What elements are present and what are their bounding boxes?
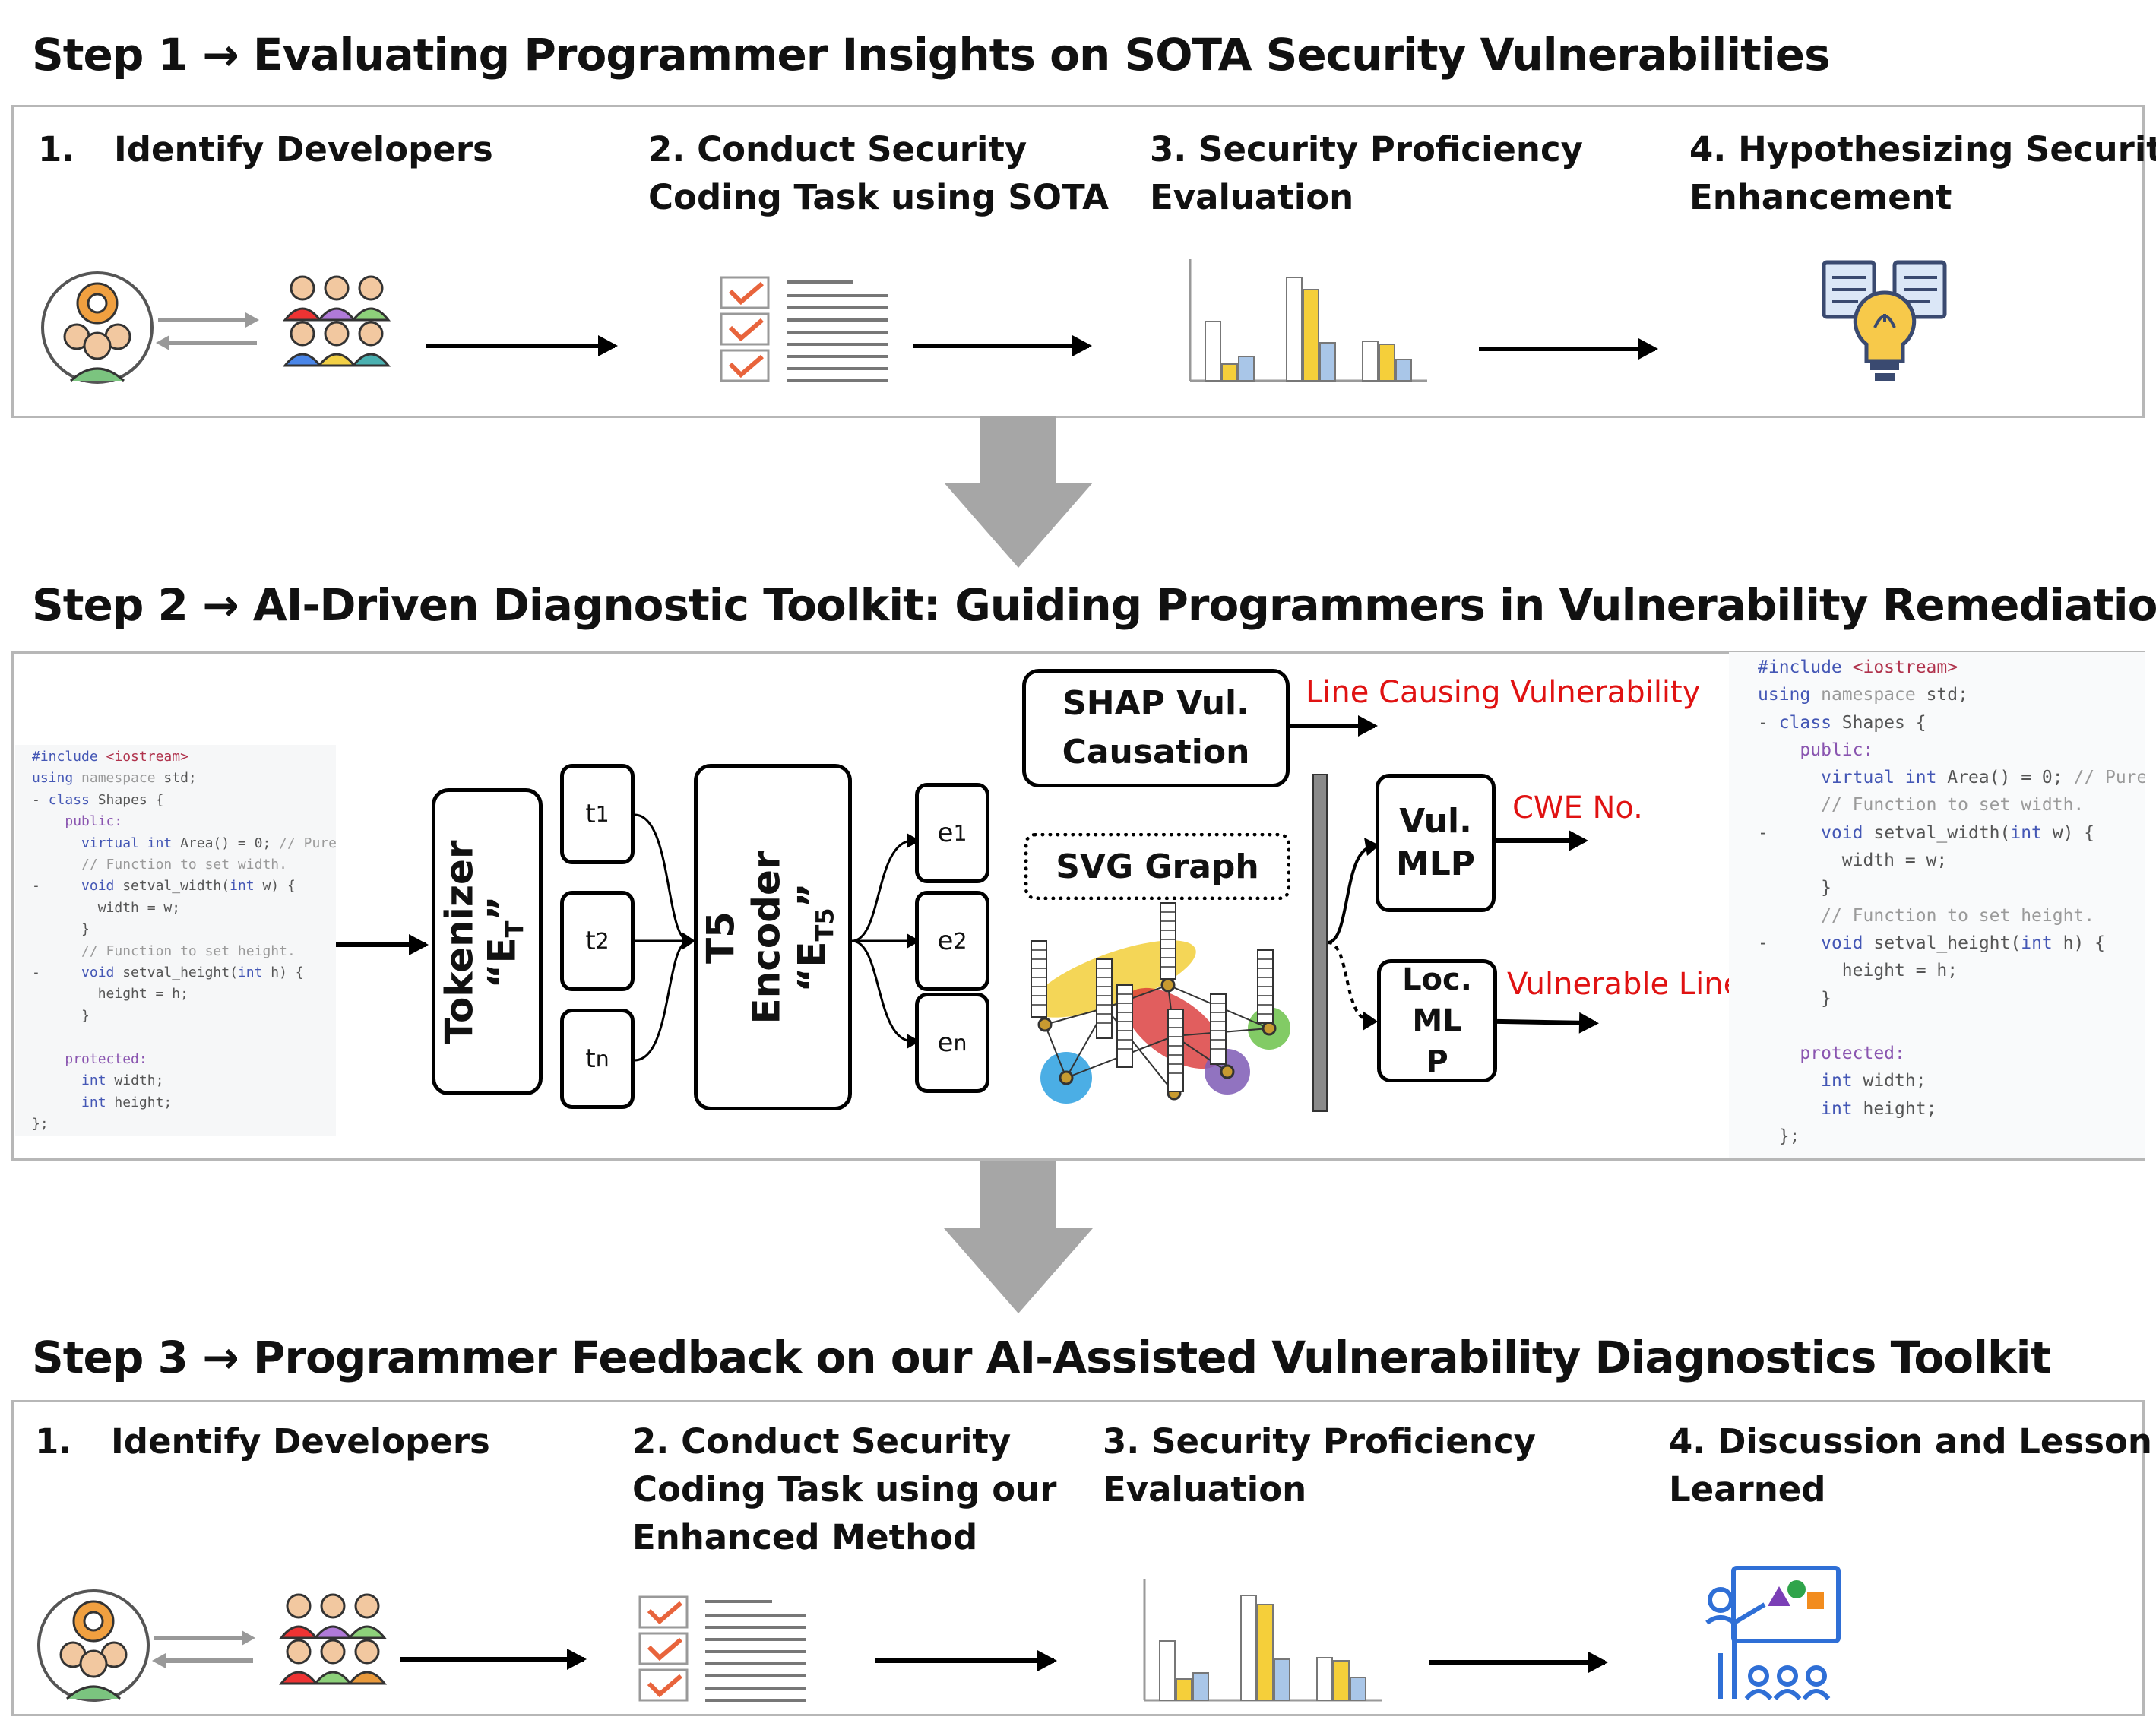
code-line: protected: bbox=[1800, 1044, 1905, 1064]
code-line bbox=[1758, 1012, 2145, 1040]
bar-chart-icon-2 bbox=[1143, 1579, 1382, 1702]
code-line: using namespace std; bbox=[32, 770, 197, 787]
code-line: int width; bbox=[81, 1072, 164, 1089]
code-line bbox=[32, 1027, 336, 1048]
token-to-encoder-connectors bbox=[634, 813, 695, 1062]
feature-concat-bar bbox=[1312, 774, 1328, 1112]
step3-arrow-1 bbox=[400, 1649, 587, 1670]
tokenizer-block: Tokenizer“ET” bbox=[432, 788, 543, 1095]
svg-graph-illustration bbox=[1031, 902, 1290, 1104]
code-line: protected: bbox=[65, 1050, 147, 1067]
shap-output-arrow bbox=[1290, 715, 1378, 737]
shap-output-label: Line Causing Vulnerability bbox=[1306, 675, 1701, 710]
encoder-to-embedding-connectors bbox=[851, 833, 920, 1049]
down-arrow-1 bbox=[944, 416, 1093, 568]
code-line: // Function to set width. bbox=[81, 857, 287, 873]
developers-icon-2 bbox=[37, 1589, 388, 1702]
step2-title: Step 2 → AI-Driven Diagnostic Toolkit: G… bbox=[32, 579, 2156, 631]
code-line: - void setval_height(int h) { bbox=[32, 965, 304, 981]
code-line: #include <iostream> bbox=[32, 749, 188, 765]
vul-output-arrow bbox=[1496, 830, 1588, 851]
code-line: virtual int Area() = 0; // Pure bbox=[81, 835, 336, 851]
code-line: } bbox=[32, 921, 90, 938]
vulnerable-line-output-label: Vulnerable Line bbox=[1507, 967, 1743, 1002]
code-line: }; bbox=[1758, 1126, 1800, 1147]
code-line: width = w; bbox=[32, 899, 181, 916]
checklist-icon bbox=[720, 276, 888, 382]
vul-mlp-block: Vul.MLP bbox=[1376, 774, 1496, 912]
bar-to-mlp-connectors bbox=[1327, 838, 1379, 1031]
developers-icon bbox=[41, 271, 391, 384]
cwe-output-label: CWE No. bbox=[1512, 790, 1643, 825]
step1-title: Step 1 → Evaluating Programmer Insights … bbox=[32, 29, 1831, 81]
bar-chart-icon bbox=[1189, 259, 1427, 382]
code-line: - void setval_height(int h) { bbox=[1758, 933, 2105, 953]
step3-panel: 1.Identify Developers 2. Conduct Securit… bbox=[11, 1400, 2152, 1716]
code-line: } bbox=[32, 1007, 90, 1024]
code-line: int height; bbox=[1821, 1098, 1937, 1119]
code-line: height = h; bbox=[32, 986, 188, 1003]
code-line: #include <iostream> bbox=[1758, 657, 1958, 677]
step3-title: Step 3 → Programmer Feedback on our AI-A… bbox=[32, 1332, 2051, 1383]
svg-graph-label: SVG Graph bbox=[1024, 833, 1290, 900]
annotated-output-code: #include <iostream> using namespace std; -… bbox=[1729, 652, 2145, 1158]
lightbulb-documents-icon bbox=[1822, 260, 1947, 381]
presentation-icon bbox=[1705, 1566, 1841, 1700]
code-line: - void setval_width(int w) { bbox=[32, 878, 296, 895]
code-line: width = w; bbox=[1758, 851, 1948, 871]
code-line: - class Shapes { bbox=[32, 791, 164, 808]
step3-arrow-2 bbox=[875, 1650, 1057, 1671]
checklist-icon-2 bbox=[638, 1595, 806, 1702]
code-line: public: bbox=[1800, 740, 1874, 760]
code-line: } bbox=[1758, 988, 1831, 1009]
step1-stage1-label: 1.Identify Developers bbox=[38, 129, 493, 169]
shap-causation-block: SHAP Vul.Causation bbox=[1022, 669, 1290, 787]
step3-stage1-label: 1.Identify Developers bbox=[35, 1421, 490, 1462]
code-line: - class Shapes { bbox=[1758, 712, 1926, 733]
step1-arrow-2 bbox=[913, 335, 1092, 356]
code-line: }; bbox=[32, 1115, 49, 1132]
code-line: - void setval_width(int w) { bbox=[1758, 822, 2095, 843]
code-line: height = h; bbox=[1758, 961, 1958, 981]
code-line: virtual int Area() = 0; // Pure bbox=[1821, 768, 2145, 788]
step1-panel: 1.Identify Developers 2. Conduct Securit… bbox=[11, 105, 2156, 418]
code-line: // Function to set height. bbox=[1821, 905, 2095, 926]
code-to-tokenizer-arrow bbox=[336, 934, 429, 955]
code-line: // Function to set width. bbox=[1821, 795, 2085, 816]
down-arrow-2 bbox=[944, 1161, 1093, 1313]
step3-arrow-3 bbox=[1429, 1652, 1608, 1673]
step1-arrow-1 bbox=[426, 335, 618, 356]
code-line: int height; bbox=[81, 1094, 173, 1110]
code-line: int width; bbox=[1821, 1071, 1926, 1091]
code-line: public: bbox=[65, 813, 123, 830]
step1-arrow-3 bbox=[1479, 338, 1658, 360]
input-code-snippet: #include <iostream> using namespace std; -… bbox=[15, 745, 336, 1136]
code-line: // Function to set height. bbox=[81, 942, 296, 959]
code-line: using namespace std; bbox=[1758, 685, 1968, 705]
code-line: } bbox=[1758, 878, 1831, 898]
